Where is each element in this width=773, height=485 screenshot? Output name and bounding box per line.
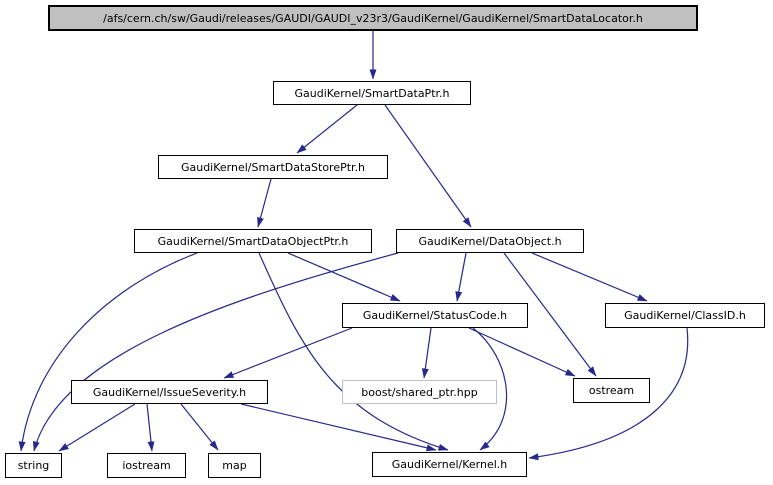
edge-smartdataptr-dataobject (384, 104, 472, 228)
node-issueseverity[interactable]: GaudiKernel/IssueSeverity.h (71, 380, 268, 404)
node-label-statuscode: GaudiKernel/StatusCode.h (362, 309, 508, 322)
edge-dataobject-ostream (503, 252, 597, 377)
node-smartdatastoreptr[interactable]: GaudiKernel/SmartDataStorePtr.h (158, 155, 388, 179)
edge-smartdataobjectptr-kernel (258, 252, 449, 451)
node-label-root: /afs/cern.ch/sw/Gaudi/releases/GAUDI/GAU… (103, 11, 643, 25)
node-ostream: ostream (573, 378, 650, 403)
edge-classid-kernel (528, 327, 689, 461)
node-label-smartdataptr: GaudiKernel/SmartDataPtr.h (294, 86, 450, 100)
edge-statuscode-ostream (468, 327, 576, 377)
edge-smartdataptr-smartdatastoreptr (296, 104, 358, 154)
node-label-kernel: GaudiKernel/Kernel.h (391, 458, 508, 471)
edge-issueseverity-kernel (240, 403, 437, 452)
node-label-iostream: iostream (122, 459, 171, 472)
edge-statuscode-issueseverity (223, 327, 353, 379)
node-label-ostream: ostream (588, 384, 635, 397)
node-boost: boost/shared_ptr.hpp (342, 380, 497, 404)
edge-smartdataobjectptr-string (18, 252, 198, 452)
node-label-classid: GaudiKernel/ClassID.h (624, 309, 746, 322)
edge-issueseverity-string (58, 403, 136, 452)
node-map: map (208, 453, 261, 478)
node-classid[interactable]: GaudiKernel/ClassID.h (605, 303, 765, 328)
edge-dataobject-classid (531, 252, 648, 302)
node-label-issueseverity: GaudiKernel/IssueSeverity.h (92, 385, 247, 399)
node-dataobject[interactable]: GaudiKernel/DataObject.h (396, 229, 584, 253)
node-string: string (5, 453, 62, 478)
node-label-map: map (222, 459, 247, 472)
edge-smartdatastoreptr-smartdataobjectptr (257, 178, 272, 228)
node-label-string: string (17, 459, 50, 472)
edge-dataobject-string (32, 252, 399, 452)
edge-statuscode-kernel (472, 327, 508, 451)
node-label-boost: boost/shared_ptr.hpp (361, 385, 478, 399)
edge-issueseverity-iostream (146, 403, 155, 452)
node-smartdataptr[interactable]: GaudiKernel/SmartDataPtr.h (273, 81, 471, 105)
node-iostream: iostream (107, 453, 186, 478)
node-smartdataobjectptr[interactable]: GaudiKernel/SmartDataObjectPtr.h (134, 229, 372, 253)
node-kernel[interactable]: GaudiKernel/Kernel.h (372, 452, 527, 477)
edge-smartdataobjectptr-statuscode (287, 252, 401, 302)
node-label-dataobject: GaudiKernel/DataObject.h (418, 234, 562, 248)
edge-dataobject-statuscode (455, 252, 467, 302)
node-label-smartdatastoreptr: GaudiKernel/SmartDataStorePtr.h (180, 160, 366, 174)
edge-statuscode-boost (421, 327, 432, 379)
node-label-smartdataobjectptr: GaudiKernel/SmartDataObjectPtr.h (157, 234, 349, 248)
edge-issueseverity-map (180, 403, 219, 451)
node-statuscode[interactable]: GaudiKernel/StatusCode.h (342, 303, 528, 328)
node-root: /afs/cern.ch/sw/Gaudi/releases/GAUDI/GAU… (48, 5, 698, 31)
